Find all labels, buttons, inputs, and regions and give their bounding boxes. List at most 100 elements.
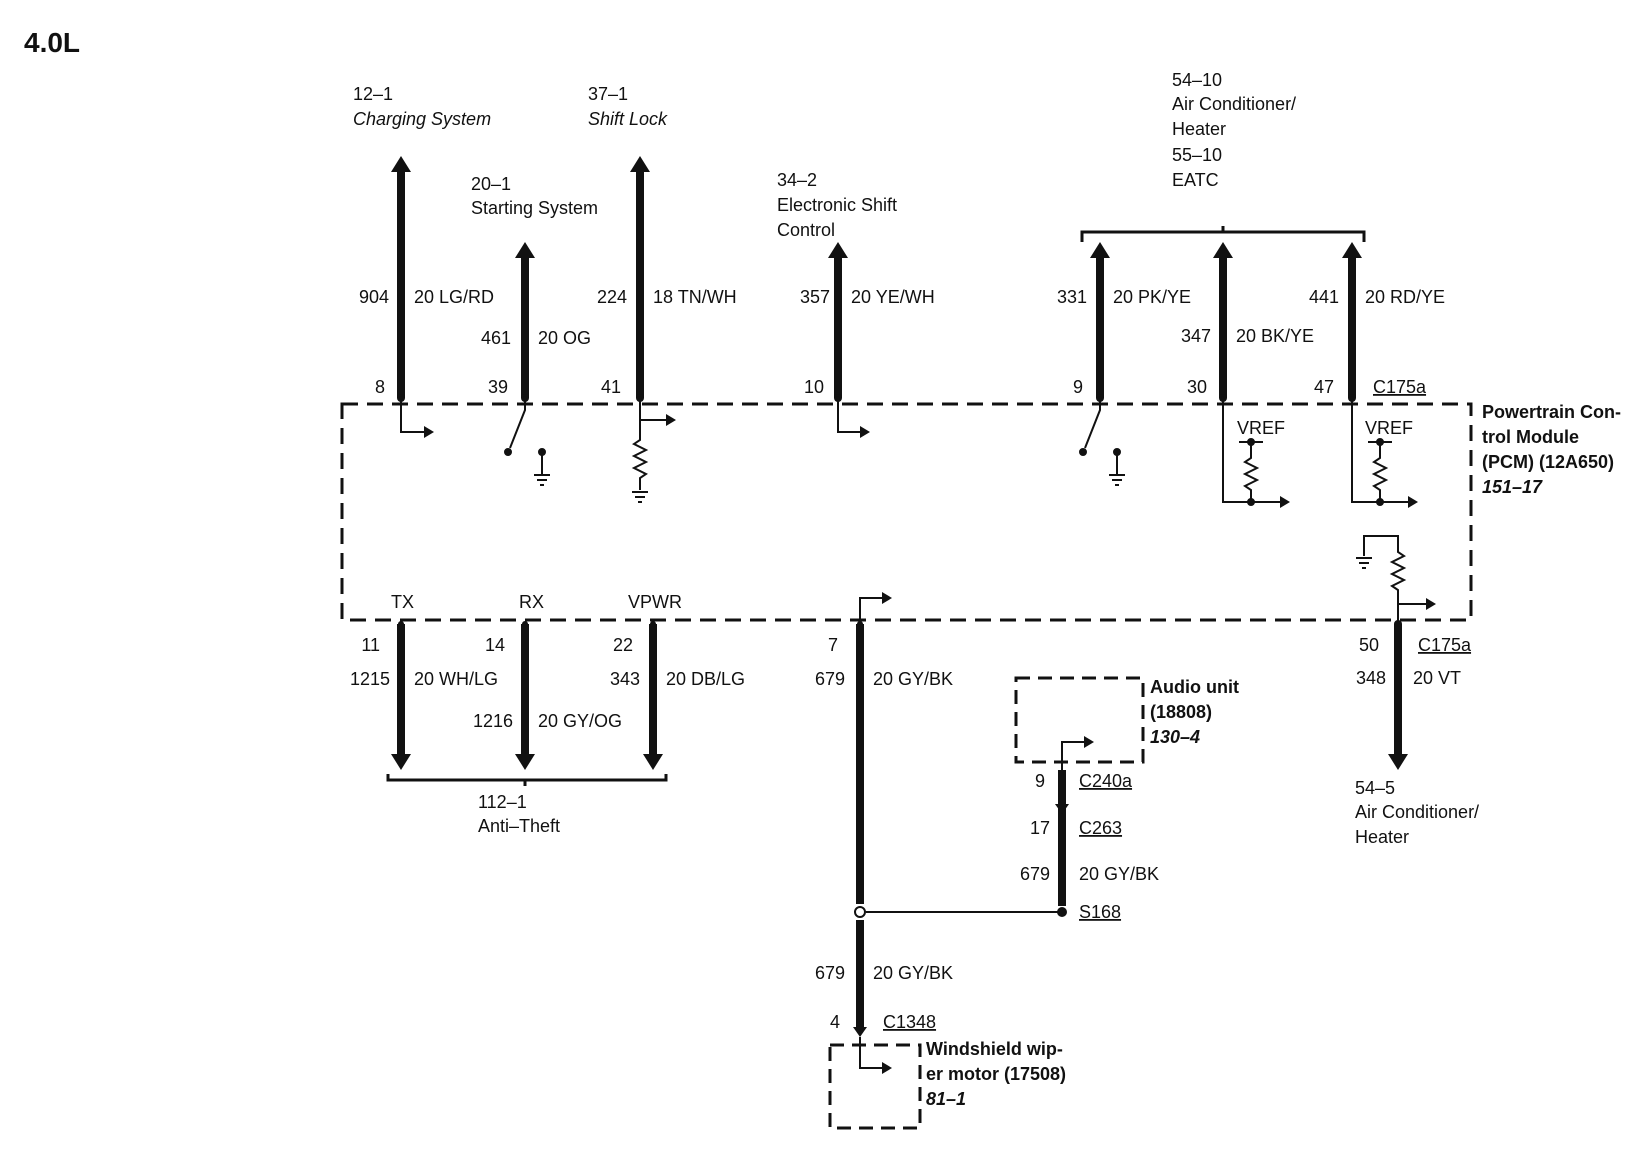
wire-331-color: 20 PK/YE <box>1113 287 1191 307</box>
pin-30: 30 <box>1187 377 1207 397</box>
wire-904-color: 20 LG/RD <box>414 287 494 307</box>
connector-c175a-bottom: C175a <box>1418 635 1472 655</box>
wire-1215 <box>391 621 411 770</box>
audio-wire <box>1055 736 1094 906</box>
splice-s168-dot <box>1057 907 1067 917</box>
circuit-343: 343 <box>610 669 640 689</box>
shift-lock-ref: 37–1 <box>588 84 628 104</box>
audio-pin-17: 17 <box>1030 818 1050 838</box>
circuit-347: 347 <box>1181 326 1211 346</box>
anti-theft-bracket <box>386 774 668 786</box>
circuit-348: 348 <box>1356 668 1386 688</box>
pin-11: 11 <box>361 635 380 655</box>
circuit-461: 461 <box>481 328 511 348</box>
connector-c263: C263 <box>1079 818 1122 838</box>
ac-bottom-label-2: Heater <box>1355 827 1409 847</box>
wire-1216-color: 20 GY/OG <box>538 711 622 731</box>
circuit-904: 904 <box>359 287 389 307</box>
audio-unit-box <box>1014 676 1145 764</box>
wire-904 <box>391 156 411 398</box>
vref-label-1: VREF <box>1237 418 1285 438</box>
wiper-circuit-679: 679 <box>815 963 845 983</box>
audio-ref: 130–4 <box>1150 727 1200 747</box>
pin-9: 9 <box>1073 377 1083 397</box>
vref-label-2: VREF <box>1365 418 1413 438</box>
wire-331 <box>1090 242 1110 398</box>
pin-50: 50 <box>1359 635 1379 655</box>
pin-10: 10 <box>804 377 824 397</box>
pin-47: 47 <box>1314 377 1334 397</box>
circuit-357: 357 <box>800 287 830 307</box>
wiper-internal <box>859 1037 892 1074</box>
circuit-331: 331 <box>1057 287 1087 307</box>
pin-14: 14 <box>485 635 505 655</box>
wiper-label-1: Windshield wip- <box>926 1039 1063 1059</box>
esc-label-1: Electronic Shift <box>777 195 897 215</box>
wiper-label-2: er motor (17508) <box>926 1064 1066 1084</box>
wire-224-color: 18 TN/WH <box>653 287 737 307</box>
wire-1215-color: 20 WH/LG <box>414 669 498 689</box>
wiper-wire-color: 20 GY/BK <box>873 963 953 983</box>
audio-wire-color: 20 GY/BK <box>1079 864 1159 884</box>
shift-lock-label: Shift Lock <box>588 109 668 129</box>
esc-ref: 34–2 <box>777 170 817 190</box>
vpwr-label: VPWR <box>628 592 682 612</box>
eatc-ref: 55–10 <box>1172 145 1222 165</box>
audio-pin-9: 9 <box>1035 771 1045 791</box>
tx-label: TX <box>391 592 414 612</box>
wire-347 <box>1213 242 1233 398</box>
wire-679-main-color: 20 GY/BK <box>873 669 953 689</box>
internal-circuits-top <box>397 394 1436 628</box>
ac-group-bracket <box>1080 226 1366 242</box>
wire-357 <box>828 242 848 398</box>
charging-ref: 12–1 <box>353 84 393 104</box>
pin-39: 39 <box>488 377 508 397</box>
audio-circuit-679: 679 <box>1020 864 1050 884</box>
wire-461 <box>515 242 535 398</box>
wiper-ref: 81–1 <box>926 1089 966 1109</box>
wiper-motor-box <box>828 1043 922 1130</box>
starting-system-label: Starting System <box>471 198 598 218</box>
anti-theft-ref: 112–1 <box>478 792 527 812</box>
pcm-ref: 151–17 <box>1482 477 1543 497</box>
wire-357-color: 20 YE/WH <box>851 287 935 307</box>
wire-348-color: 20 VT <box>1413 668 1461 688</box>
pin-22: 22 <box>613 635 633 655</box>
wire-441 <box>1342 242 1362 398</box>
circuit-1216: 1216 <box>473 711 513 731</box>
pin-7: 7 <box>828 635 838 655</box>
pcm-label-2: trol Module <box>1482 427 1579 447</box>
wire-343-color: 20 DB/LG <box>666 669 745 689</box>
starting-ref: 20–1 <box>471 174 511 194</box>
wire-441-color: 20 RD/YE <box>1365 287 1445 307</box>
connector-c175a-top: C175a <box>1373 377 1427 397</box>
connector-c240a: C240a <box>1079 771 1133 791</box>
circuit-679-main: 679 <box>815 669 845 689</box>
ac-label-1: Air Conditioner/ <box>1172 94 1296 114</box>
wire-679-main <box>854 592 892 1027</box>
audio-label-2: (18808) <box>1150 702 1212 722</box>
wire-343 <box>643 621 663 770</box>
pcm-label-3: (PCM) (12A650) <box>1482 452 1614 472</box>
circuit-441: 441 <box>1309 287 1339 307</box>
ac-ref-1: 54–10 <box>1172 70 1222 90</box>
wire-1216 <box>515 621 535 770</box>
wiper-pin-4: 4 <box>830 1012 840 1032</box>
page-title: 4.0L <box>24 27 80 58</box>
audio-label-1: Audio unit <box>1150 677 1239 697</box>
circuit-1215: 1215 <box>350 669 390 689</box>
wire-348 <box>1388 624 1408 770</box>
anti-theft-label: Anti–Theft <box>478 816 560 836</box>
wiper-connector-mark <box>853 1027 867 1037</box>
esc-label-2: Control <box>777 220 835 240</box>
wire-224 <box>630 156 650 398</box>
wire-461-color: 20 OG <box>538 328 591 348</box>
ac-bottom-ref: 54–5 <box>1355 778 1395 798</box>
pcm-box <box>340 402 1473 622</box>
rx-label: RX <box>519 592 544 612</box>
wire-347-color: 20 BK/YE <box>1236 326 1314 346</box>
pcm-label-1: Powertrain Con- <box>1482 402 1621 422</box>
charging-system-label: Charging System <box>353 109 491 129</box>
ac-label-2: Heater <box>1172 119 1226 139</box>
